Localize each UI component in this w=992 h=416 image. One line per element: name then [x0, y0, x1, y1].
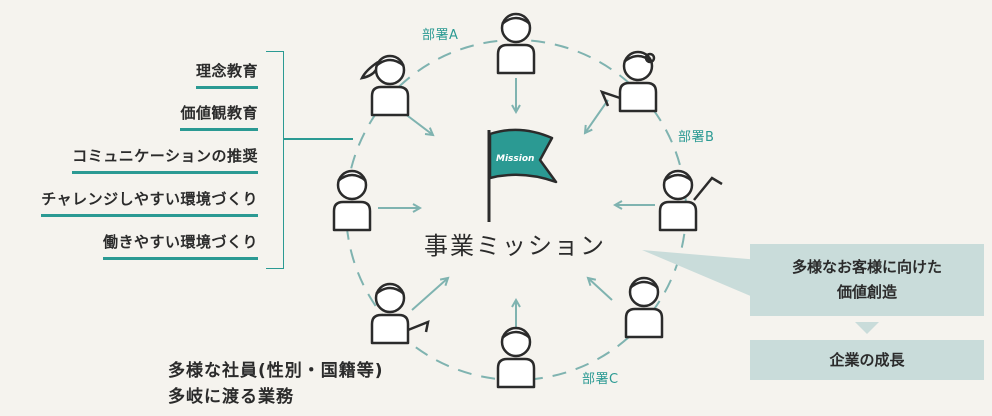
department-a-label: 部署A — [422, 28, 459, 43]
speech-tail — [642, 250, 760, 300]
measure-item-3: コミュニケーションの推奨 — [72, 145, 258, 174]
measures-connector — [283, 138, 353, 140]
mission-flag-icon: Mission — [487, 128, 558, 222]
value-creation-line-2: 価値創造 — [836, 283, 897, 301]
person-icon-bottom-left — [370, 282, 430, 345]
person-icon-top-left — [359, 54, 410, 117]
measures-bracket — [266, 51, 284, 269]
arrow-top-right — [585, 99, 609, 133]
center-title: 事業ミッション — [424, 232, 606, 260]
person-icon-top-right — [599, 50, 658, 113]
person-icon-left — [332, 169, 372, 232]
person-icon-top — [496, 12, 536, 75]
measure-item-1: 理念教育 — [195, 60, 258, 89]
arrows — [378, 78, 655, 330]
employees-line-2: 多岐に渡る業務 — [168, 387, 294, 407]
employees-text: 多様な社員(性別・国籍等) 多岐に渡る業務 — [168, 358, 384, 410]
arrow-bottom-left — [411, 278, 448, 311]
measure-item-5: 働きやすい環境づくり — [102, 231, 258, 260]
department-b-label: 部署B — [678, 130, 715, 145]
measure-item-2: 価値観教育 — [180, 102, 258, 131]
growth-box: 企業の成長 — [750, 340, 984, 380]
department-c-label: 部署C — [582, 372, 619, 387]
person-icon-bottom-right — [624, 276, 664, 339]
person-icon-bottom — [496, 326, 536, 389]
flag-label: Mission — [496, 154, 534, 164]
value-creation-line-1: 多様なお客様に向けた — [791, 258, 942, 276]
employees-line-1: 多様な社員(性別・国籍等) — [168, 361, 384, 381]
measure-item-4: チャレンジしやすい環境づくり — [41, 188, 258, 217]
arrow-bottom-right — [588, 278, 613, 301]
person-icon-right — [658, 169, 723, 232]
value-creation-box: 多様なお客様に向けた 価値創造 — [750, 244, 984, 316]
down-triangle — [855, 322, 879, 334]
